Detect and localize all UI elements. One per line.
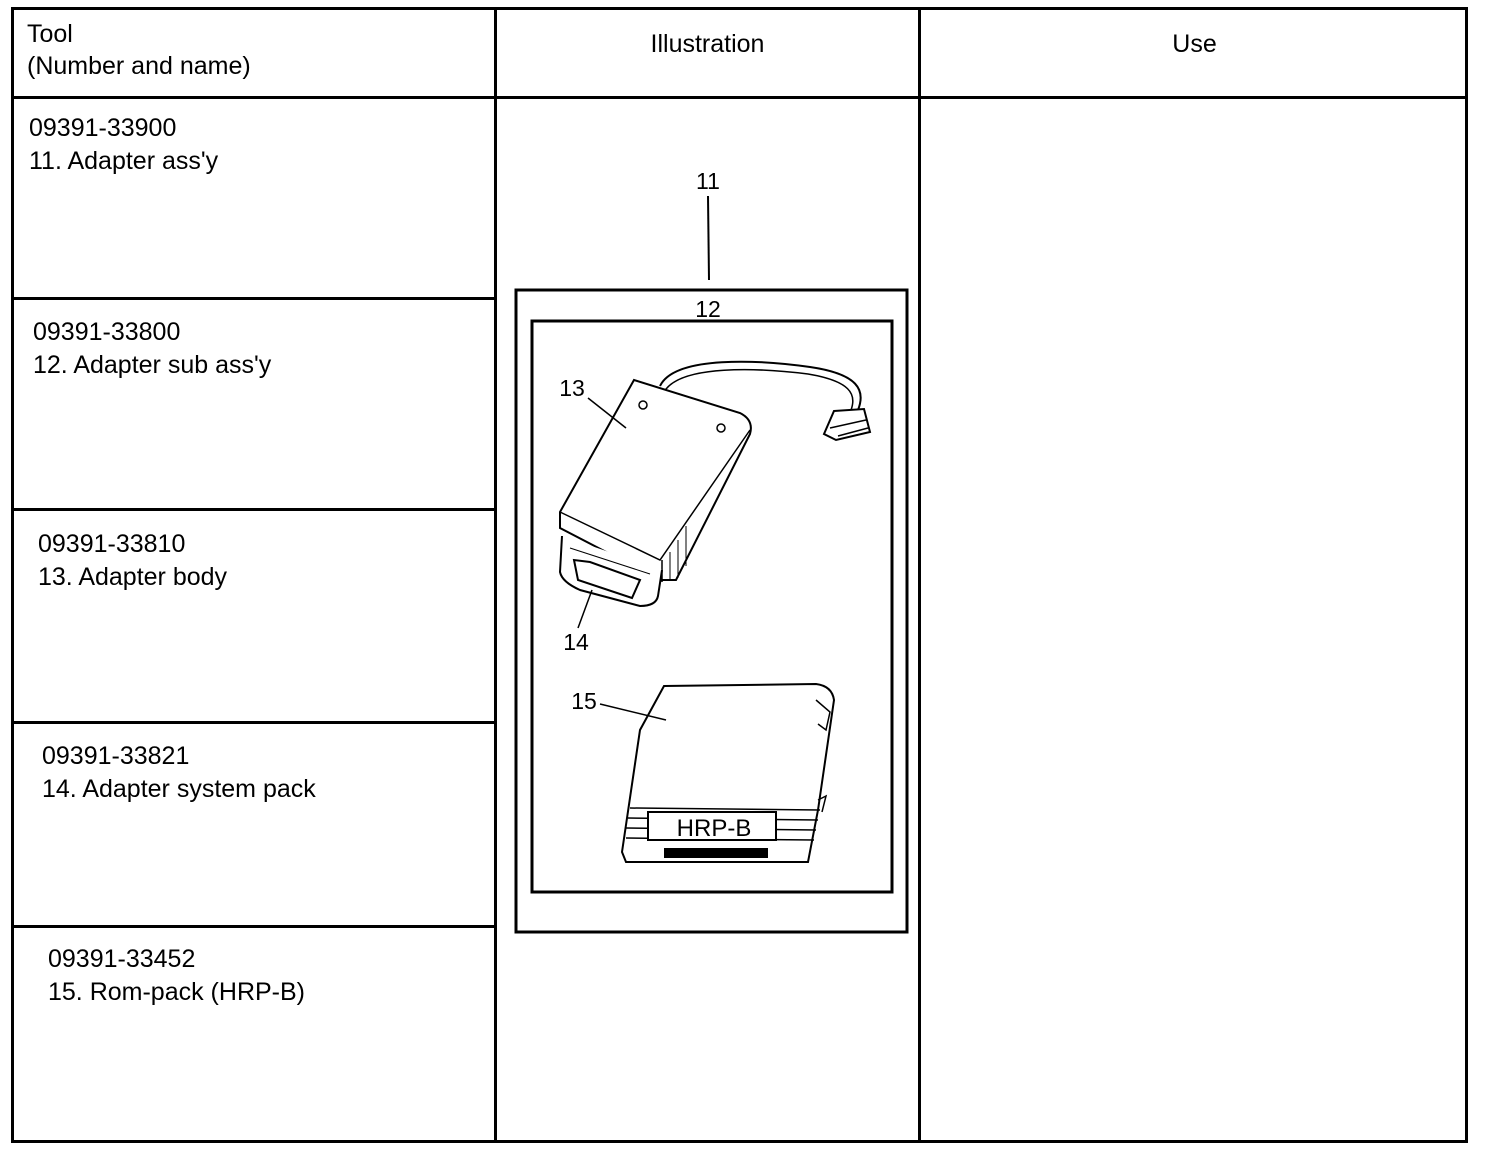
tool-number: 09391-33810 — [38, 530, 186, 558]
tool-row-15: 09391-33452 15. Rom-pack (HRP-B) — [48, 943, 305, 1009]
header-illustration: Illustration — [650, 30, 765, 58]
callout-11: 11 — [696, 168, 720, 194]
adapter-sub-assy-box — [530, 319, 894, 894]
leader-line-14 — [577, 589, 593, 629]
callout-14: 14 — [563, 629, 589, 655]
header-use: Use — [1172, 30, 1217, 58]
tool-name: 15. Rom-pack (HRP-B) — [48, 978, 305, 1006]
tool-number: 09391-33452 — [48, 945, 196, 973]
tool-number: 09391-33821 — [42, 742, 190, 770]
tool-number: 09391-33900 — [29, 114, 177, 142]
screw-hole — [716, 423, 726, 433]
leader-line-15 — [599, 703, 667, 721]
row-divider — [11, 925, 496, 928]
tool-name: 14. Adapter system pack — [42, 775, 316, 803]
rom-pack-slot — [664, 848, 768, 858]
rom-pack-label-area — [647, 811, 777, 841]
callout-15: 15 — [571, 688, 597, 714]
tool-name: 13. Adapter body — [38, 563, 228, 591]
header-tool-line1: Tool — [27, 20, 73, 48]
header-divider — [11, 96, 1468, 99]
tool-row-12: 09391-33800 12. Adapter sub ass'y — [33, 316, 271, 382]
screw-hole — [638, 400, 648, 410]
tool-row-14: 09391-33821 14. Adapter system pack — [42, 740, 316, 806]
tool-number: 09391-33800 — [33, 318, 181, 346]
callout-12: 12 — [695, 296, 721, 322]
tool-row-11: 09391-33900 11. Adapter ass'y — [29, 112, 218, 178]
row-divider — [11, 508, 496, 511]
leader-line-11 — [707, 195, 710, 281]
tool-name: 11. Adapter ass'y — [29, 147, 219, 175]
table-frame — [11, 7, 1468, 1143]
tool-name: 12. Adapter sub ass'y — [33, 351, 272, 379]
header-tool-line2: (Number and name) — [27, 52, 251, 80]
header-tool: Tool (Number and name) — [27, 18, 251, 82]
row-divider — [11, 297, 496, 300]
tool-row-13: 09391-33810 13. Adapter body — [38, 528, 227, 594]
adapter-cable — [659, 360, 862, 411]
column-divider — [494, 7, 497, 1143]
leader-line-13 — [587, 397, 627, 429]
row-divider — [11, 721, 496, 724]
column-divider — [918, 7, 921, 1143]
rom-pack-label: HRP-B — [677, 815, 752, 842]
adapter-assy-box — [514, 288, 909, 934]
callout-13: 13 — [559, 375, 585, 401]
